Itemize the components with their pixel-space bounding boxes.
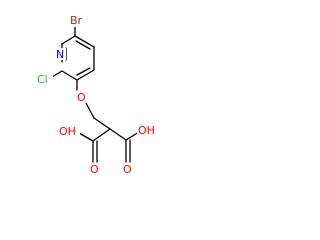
bond-c4-c3 bbox=[76, 69, 95, 81]
atom-hydroxyl-right: OH bbox=[138, 124, 155, 137]
atom-carbonyl-oxygen-right: O bbox=[123, 163, 132, 176]
bond-c-oh-right bbox=[125, 131, 140, 141]
atom-hydroxyl-left: OH bbox=[59, 125, 76, 138]
atom-bromine: Br bbox=[70, 14, 83, 27]
atom-ether-oxygen: O bbox=[77, 91, 86, 104]
bond-c6-c5-inner bbox=[75, 40, 91, 50]
bond-c4-c3-inner bbox=[76, 67, 91, 76]
molecule-structure: Br N Cl O OH OH O O bbox=[36, 14, 159, 176]
bond-ch-c-right bbox=[109, 128, 127, 141]
bond-ch2-ch bbox=[93, 117, 111, 130]
bond-layer bbox=[51, 25, 140, 163]
bond-o-ch2 bbox=[85, 102, 95, 119]
label-layer: Br N Cl O OH OH O O bbox=[36, 14, 159, 176]
bond-c2-cl bbox=[51, 70, 63, 78]
bond-c-oh-left bbox=[78, 132, 94, 142]
bond-c3-c2 bbox=[61, 70, 78, 81]
bond-c6-c5 bbox=[74, 35, 95, 48]
atom-chlorine: Cl bbox=[37, 73, 48, 86]
atom-ring-nitrogen: N bbox=[56, 48, 64, 61]
atom-carbonyl-oxygen-left: O bbox=[90, 163, 99, 176]
bond-n-c6 bbox=[61, 35, 76, 45]
bond-ch-c-left bbox=[92, 128, 111, 142]
